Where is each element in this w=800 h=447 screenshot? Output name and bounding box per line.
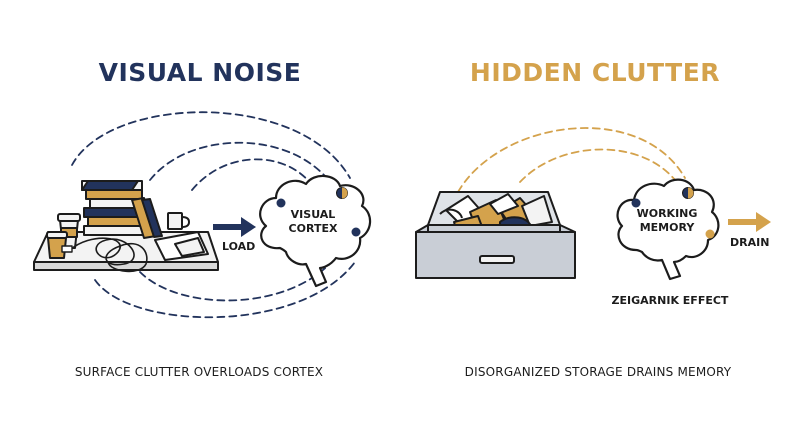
working-memory-brain-icon bbox=[616, 178, 720, 281]
visual-cortex-brain-icon bbox=[259, 174, 372, 288]
drain-label: DRAIN bbox=[730, 236, 769, 249]
cluttered-desk-icon bbox=[33, 180, 219, 273]
drain-arrow-icon bbox=[728, 212, 771, 232]
right-caption: DISORGANIZED STORAGE DRAINS MEMORY bbox=[464, 365, 732, 379]
hidden-clutter-title: HIDDEN CLUTTER bbox=[469, 58, 721, 87]
working-memory-label-line1: WORKING bbox=[637, 207, 698, 220]
right-dashed-arcs bbox=[457, 127, 686, 193]
messy-drawer-icon bbox=[415, 191, 576, 279]
zeigarnik-effect-label: ZEIGARNIK EFFECT bbox=[612, 294, 729, 307]
load-label: LOAD bbox=[222, 240, 255, 253]
visual-noise-title: VISUAL NOISE bbox=[98, 58, 302, 87]
visual-cortex-label-line2: CORTEX bbox=[289, 222, 338, 235]
working-memory-label-line2: MEMORY bbox=[640, 221, 696, 234]
left-caption: SURFACE CLUTTER OVERLOADS CORTEX bbox=[74, 365, 324, 379]
load-arrow-icon bbox=[213, 217, 256, 237]
visual-cortex-label-line1: VISUAL bbox=[291, 208, 336, 221]
